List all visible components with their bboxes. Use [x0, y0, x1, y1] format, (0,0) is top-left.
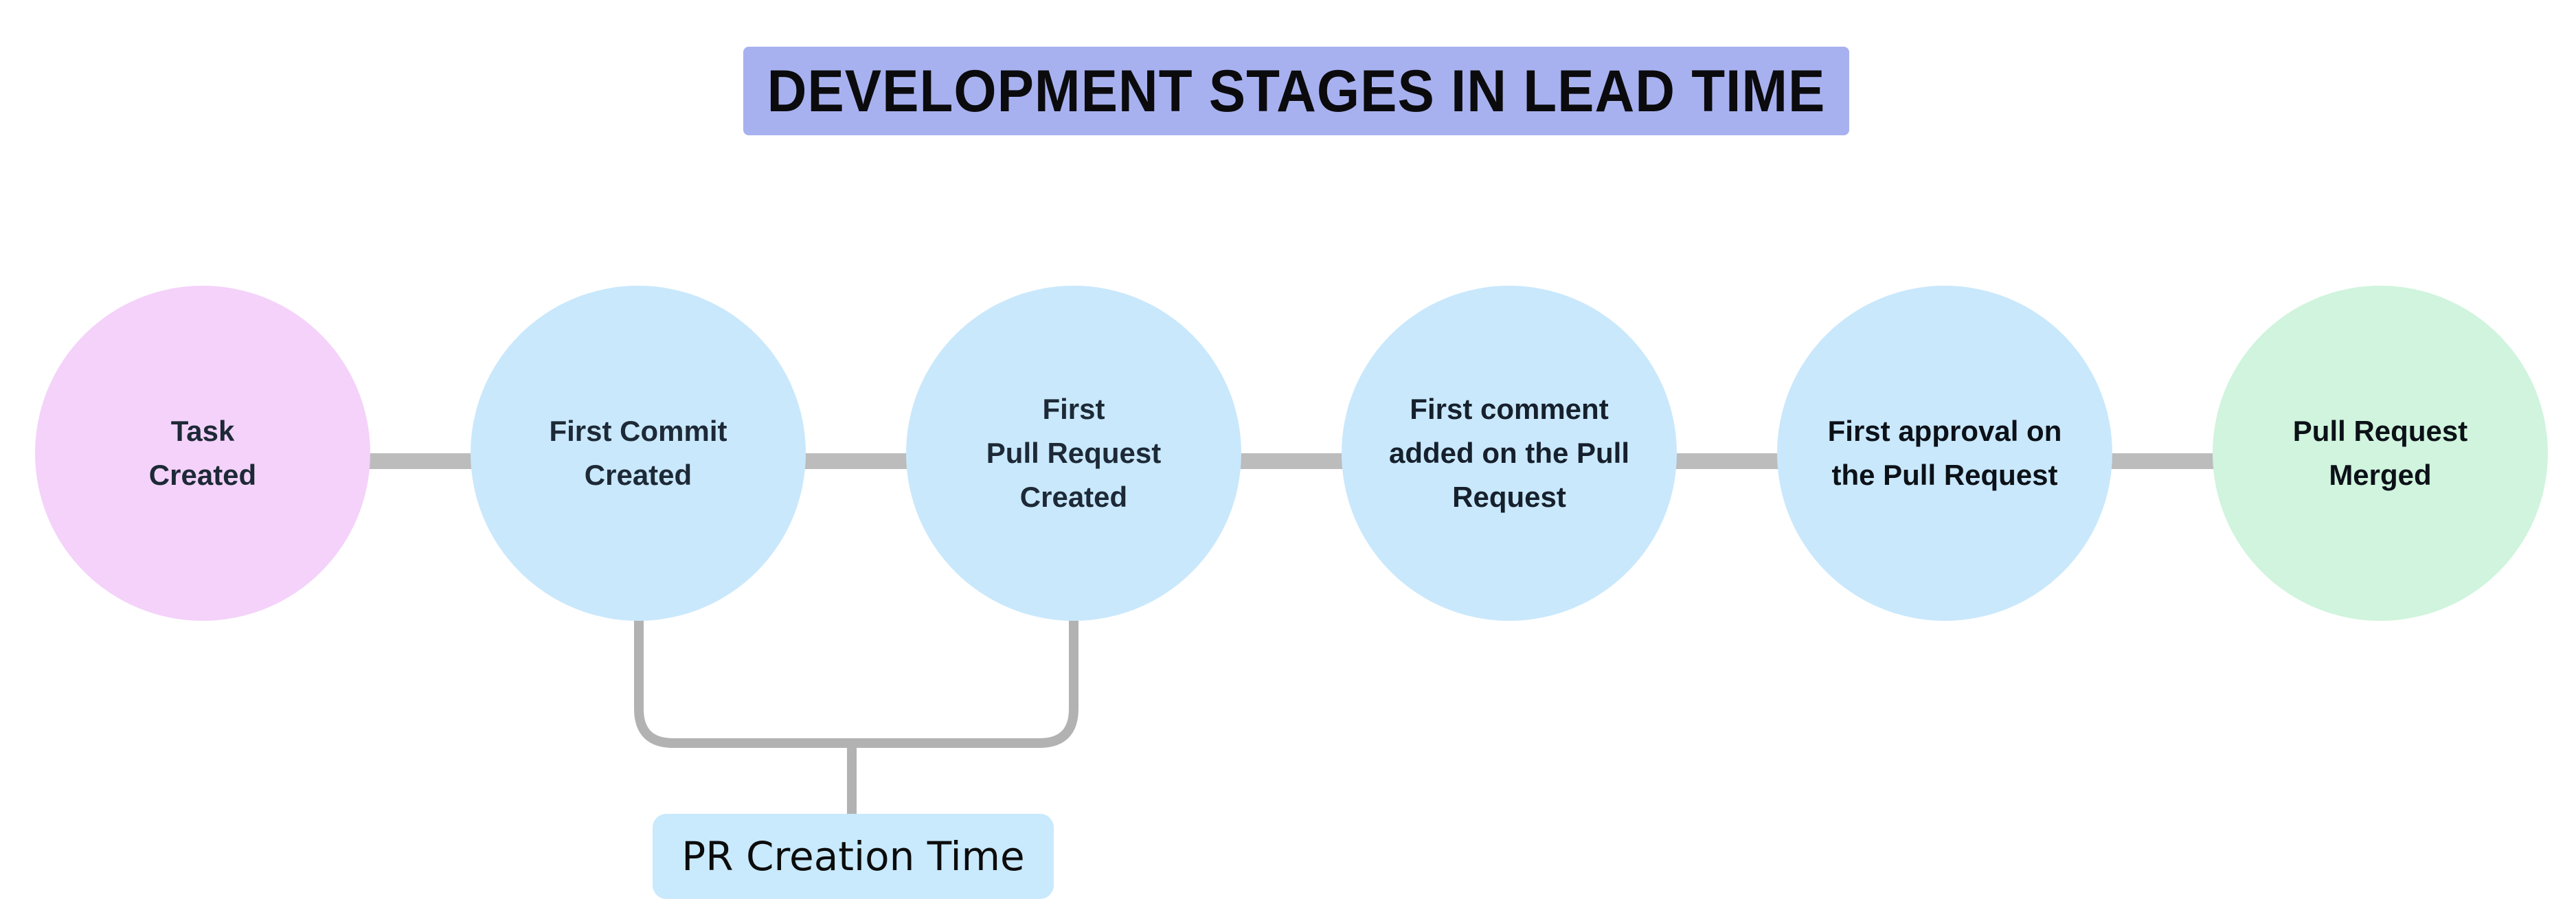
stage-circle-first-pull-request: First Pull Request Created: [906, 286, 1241, 621]
stage-circle-first-commit: First Commit Created: [471, 286, 806, 621]
pr-creation-time-label: PR Creation Time: [681, 833, 1025, 880]
pr-creation-time-box: PR Creation Time: [653, 814, 1054, 899]
stage-label-pull-request-merged: Pull Request Merged: [2292, 415, 2468, 491]
stage-label-first-comment: First comment added on the Pull Request: [1388, 393, 1629, 513]
diagram-title-banner: DEVELOPMENT STAGES IN LEAD TIME: [743, 47, 1849, 135]
stage-circle-first-approval: First approval on the Pull Request: [1777, 286, 2112, 621]
stage-label-task-created: Task Created: [148, 415, 257, 491]
bracket-curve: [634, 617, 1078, 748]
diagram-title: DEVELOPMENT STAGES IN LEAD TIME: [767, 57, 1826, 124]
stage-circle-pull-request-merged: Pull Request Merged: [2213, 286, 2548, 621]
stage-circle-first-comment: First comment added on the Pull Request: [1342, 286, 1677, 621]
stage-label-first-commit: First Commit Created: [549, 415, 727, 491]
stage-label-first-pull-request: First Pull Request Created: [986, 393, 1162, 513]
stage-circle-task-created: Task Created: [35, 286, 370, 621]
stage-label-first-approval: First approval on the Pull Request: [1827, 415, 2062, 491]
